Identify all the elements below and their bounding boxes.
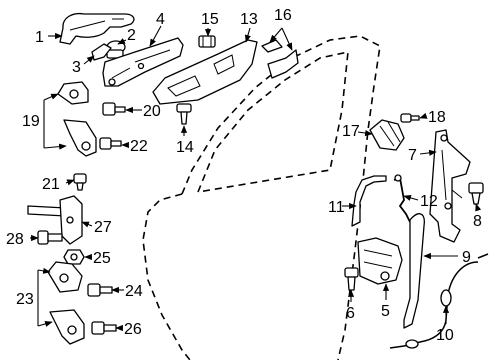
part-8-screw — [468, 182, 484, 205]
callout-21: 21 — [42, 176, 60, 193]
part-2-bolt — [106, 40, 126, 59]
callout-7: 7 — [408, 147, 417, 164]
callout-23: 23 — [16, 291, 34, 308]
part-4-interior-housing — [102, 37, 184, 87]
part-5-latch — [357, 237, 403, 285]
callout-13: 13 — [240, 11, 258, 28]
callout-8: 8 — [473, 213, 482, 230]
callout-3: 3 — [72, 59, 81, 76]
callout-25: 25 — [93, 250, 111, 267]
part-16-seal — [261, 39, 299, 79]
callout-20: 20 — [143, 103, 161, 120]
part-20-bolt — [102, 102, 126, 116]
callout-9: 9 — [462, 249, 471, 266]
callout-4: 4 — [156, 11, 165, 28]
callout-16: 16 — [274, 7, 292, 24]
callout-18: 18 — [428, 109, 446, 126]
callout-19: 19 — [22, 113, 40, 130]
part-22-bolt — [99, 137, 122, 150]
callout-12: 12 — [420, 193, 438, 210]
part-23-lower-hinge — [47, 261, 85, 345]
callout-27: 27 — [94, 219, 112, 236]
part-9-channel — [403, 213, 425, 329]
part-27-door-check — [27, 195, 83, 245]
part-6-screw — [344, 267, 359, 291]
callout-15: 15 — [201, 11, 219, 28]
part-15-clip — [198, 35, 216, 48]
callout-1: 1 — [35, 29, 44, 46]
part-25-nut — [63, 249, 85, 265]
callout-28: 28 — [6, 231, 24, 248]
callout-14: 14 — [176, 139, 194, 156]
part-18-screw — [400, 113, 420, 123]
part-1-outside-handle — [59, 12, 135, 45]
callout-5: 5 — [381, 303, 390, 320]
callout-labels: 1 2 3 4 5 6 7 8 9 10 11 12 13 14 15 16 1… — [6, 7, 482, 344]
door-outline — [142, 35, 381, 360]
part-14-screw — [176, 103, 192, 125]
callout-22: 22 — [130, 138, 148, 155]
leader-lines — [30, 25, 482, 332]
callout-26: 26 — [124, 321, 142, 338]
part-11-rod — [351, 175, 387, 227]
part-7-bracket — [429, 129, 471, 243]
callout-11: 11 — [328, 199, 345, 216]
part-19-upper-hinge — [57, 81, 97, 157]
part-24-bolt — [87, 283, 113, 297]
part-28-bolt — [37, 230, 63, 245]
callout-2: 2 — [127, 27, 136, 44]
callout-17: 17 — [342, 123, 360, 140]
part-12-rod — [393, 174, 411, 223]
part-26-bolt — [91, 321, 117, 335]
part-17-lock-cover — [369, 119, 405, 151]
callout-10: 10 — [436, 327, 454, 344]
callout-24: 24 — [125, 283, 143, 300]
part-21-bolt — [73, 173, 87, 191]
part-13-interior-handle — [152, 39, 258, 105]
callout-6: 6 — [346, 305, 355, 322]
